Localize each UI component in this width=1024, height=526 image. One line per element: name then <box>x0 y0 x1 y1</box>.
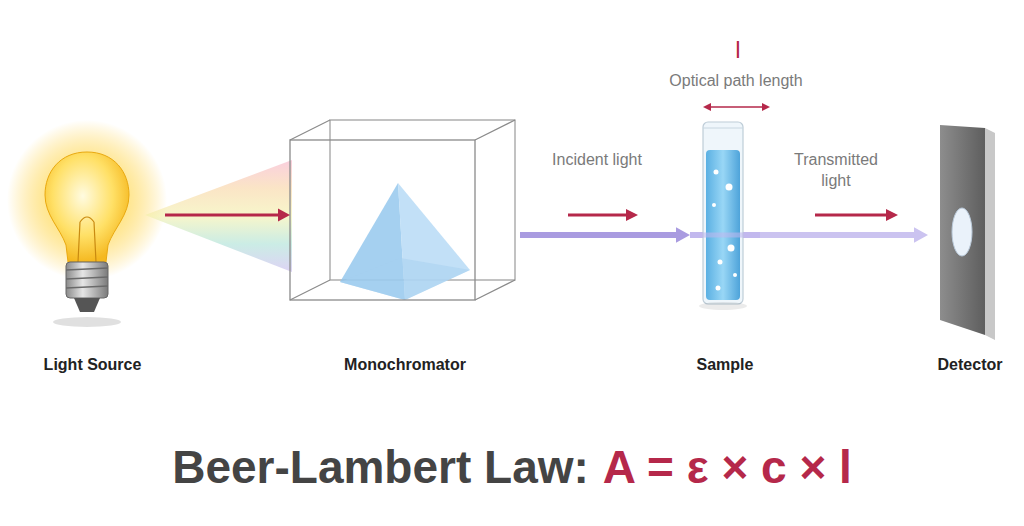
component-area: Monochromator <box>290 110 520 380</box>
component-label: Monochromator <box>344 356 466 374</box>
component-label: Sample <box>697 356 754 374</box>
light-arrow <box>165 214 280 217</box>
dimension-label: Optical path length <box>669 72 802 90</box>
component-label: Light Source <box>44 356 142 374</box>
light-beam <box>520 232 678 238</box>
component-area: Sample <box>690 110 760 380</box>
beam-label: Incident light <box>550 150 644 171</box>
title: Beer-Lambert Law: <box>172 440 589 494</box>
formula: A = ε × c × l <box>603 440 852 494</box>
arrow-head <box>914 227 928 242</box>
beam-label: Transmitted light <box>784 150 888 192</box>
component-area: Detector <box>928 110 1012 380</box>
component-label: Detector <box>938 356 1003 374</box>
light-beam <box>760 232 916 238</box>
arrow-head <box>676 227 690 242</box>
component-area: Light Source <box>20 110 165 380</box>
path-length-symbol: l <box>735 36 740 64</box>
title-row: Beer-Lambert Law: A = ε × c × l <box>0 440 1024 494</box>
arrow-head <box>278 208 290 221</box>
